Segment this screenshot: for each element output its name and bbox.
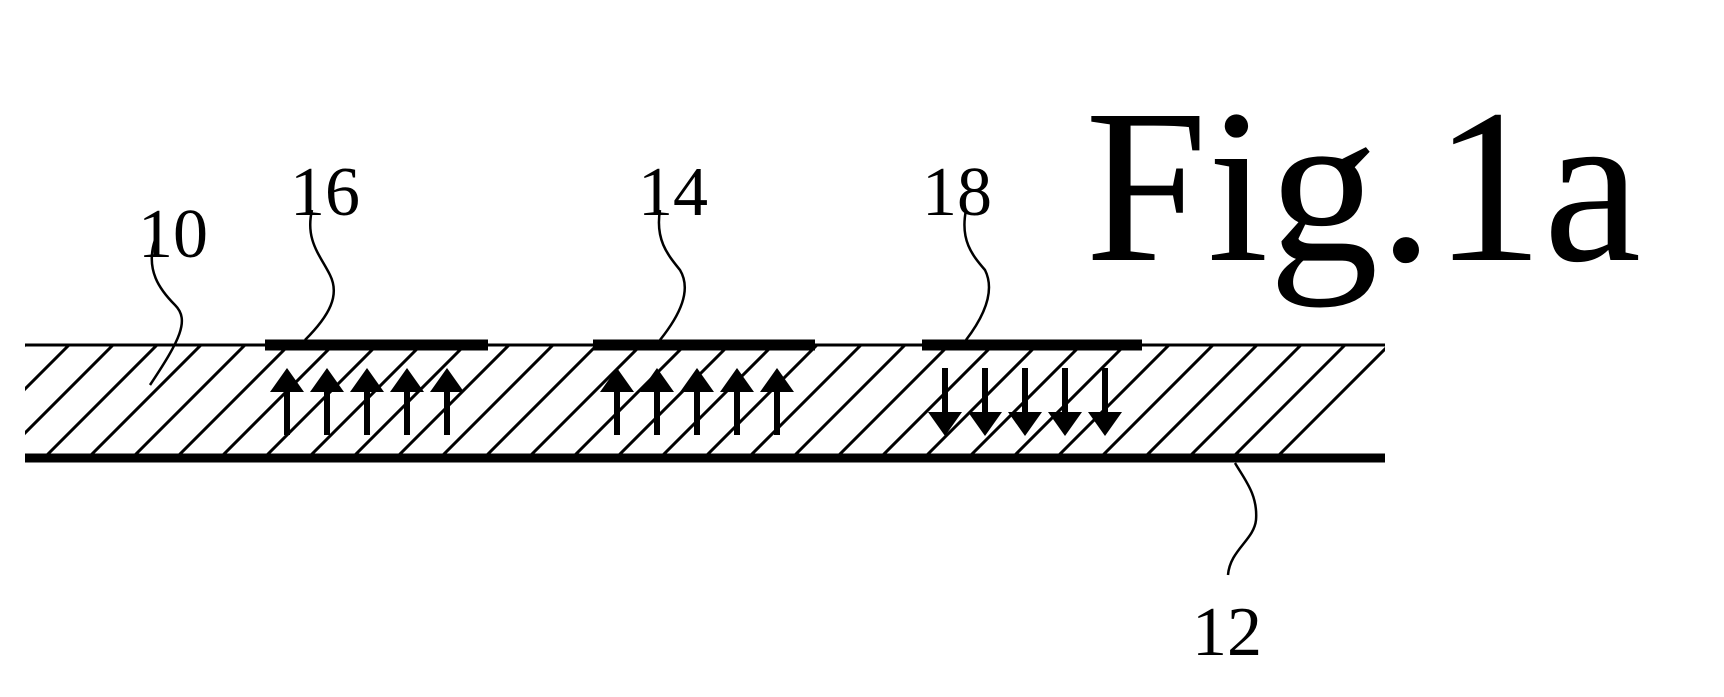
polarization-arrow-head xyxy=(720,368,754,392)
hatch-stroke xyxy=(132,345,245,458)
label-center-electrode: 14 xyxy=(638,154,708,231)
hatch-stroke xyxy=(528,345,641,458)
label-substrate: 10 xyxy=(138,196,208,273)
hatch-stroke xyxy=(792,345,905,458)
polarization-arrow-head xyxy=(430,368,464,392)
hatch-stroke xyxy=(836,345,949,458)
hatch-stroke xyxy=(1056,345,1169,458)
hatch-stroke xyxy=(748,345,861,458)
hatch-stroke xyxy=(616,345,729,458)
polarization-arrow-head xyxy=(1088,412,1122,436)
polarization-arrow-head xyxy=(1048,412,1082,436)
hatch-stroke xyxy=(924,345,1037,458)
hatch-stroke xyxy=(44,345,157,458)
leader-line-bottom-electrode xyxy=(1228,463,1256,575)
hatch-stroke xyxy=(1276,345,1389,458)
hatch-stroke xyxy=(660,345,773,458)
polarization-arrow-head xyxy=(680,368,714,392)
label-bottom-electrode: 12 xyxy=(1192,594,1262,671)
hatch-stroke xyxy=(0,345,25,458)
figure-title: Fig.1a xyxy=(1085,64,1641,308)
polarization-arrow-head xyxy=(640,368,674,392)
hatch-stroke xyxy=(220,345,333,458)
hatch-stroke xyxy=(1012,345,1125,458)
hatch-stroke xyxy=(396,345,509,458)
polarization-arrow-head xyxy=(310,368,344,392)
hatch-stroke xyxy=(1144,345,1257,458)
hatch-stroke xyxy=(176,345,289,458)
hatch-stroke xyxy=(1232,345,1345,458)
hatch-stroke xyxy=(88,345,201,458)
hatch-stroke xyxy=(1100,345,1213,458)
hatch-stroke xyxy=(440,345,553,458)
hatch-stroke xyxy=(0,345,69,458)
hatch-stroke xyxy=(572,345,685,458)
hatch-stroke xyxy=(1188,345,1301,458)
hatch-stroke xyxy=(0,345,113,458)
label-left-electrode: 16 xyxy=(290,154,360,231)
polarization-arrow-head xyxy=(968,412,1002,436)
hatch-stroke xyxy=(264,345,377,458)
hatch-stroke xyxy=(880,345,993,458)
label-right-electrode: 18 xyxy=(922,154,992,231)
polarization-arrow-head xyxy=(350,368,384,392)
hatch-stroke xyxy=(484,345,597,458)
hatch-stroke xyxy=(704,345,817,458)
